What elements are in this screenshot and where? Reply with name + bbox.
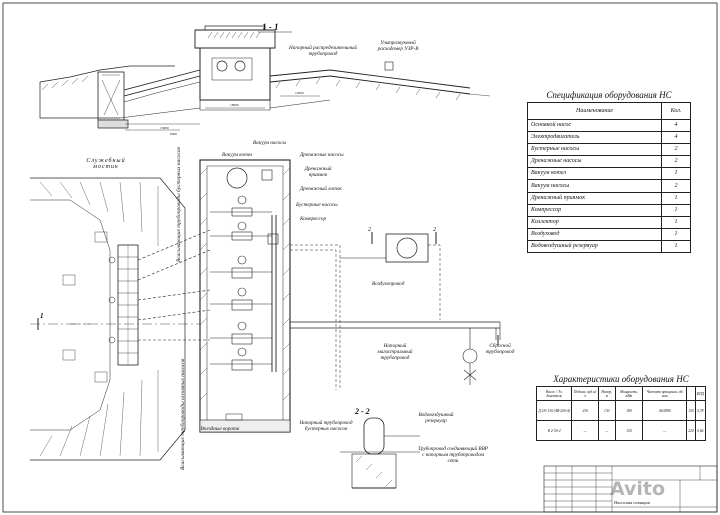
label-main-pressure-pipe: Напорный магистральный трубопровод xyxy=(377,343,413,361)
svg-text:18000: 18000 xyxy=(230,103,239,107)
label-service-bridge: Служебный мостик xyxy=(86,158,126,170)
characteristics-title: Характеристики оборудования НС xyxy=(553,374,689,384)
section-1-1-title: 1 - 1 xyxy=(262,22,279,32)
table-row: К 2-50-2 — — 150 — 220 0,66 xyxy=(535,420,707,441)
watermark: Avito xyxy=(610,478,666,500)
label-discharge-pipe: Сбросной трубопровод xyxy=(485,343,515,355)
plan-view xyxy=(30,177,211,461)
label-compressor: Компрессор xyxy=(300,216,327,222)
section-marker-1: 1 xyxy=(40,312,44,320)
characteristics-table: Характеристики оборудования НС Насос / Э… xyxy=(535,374,707,441)
label-vacuum-pumps: Вакуум насосы xyxy=(253,140,287,146)
label-air-water-tank: Водовоздушный резервуар xyxy=(418,412,454,424)
spec-title: Спецификация оборудования НС xyxy=(546,90,672,100)
label-drainage-pumps: Дренажные насосы xyxy=(300,152,344,158)
external-piping xyxy=(290,232,501,390)
pump-hall xyxy=(199,159,291,433)
stamp-sheet-name: Насосная станция xyxy=(614,500,650,505)
label-suction-pipes: Всасывающие трубопроводы бустерных насос… xyxy=(176,147,182,262)
section-1-1: 15000 18000 12000 6500 xyxy=(39,25,491,136)
label-drainage-tray: Дренажный лоток xyxy=(300,186,342,192)
svg-text:12000: 12000 xyxy=(295,91,304,95)
section-2-2 xyxy=(340,417,420,489)
table-row: Д 2/0-130 (АВ-200-4) 230 130 180 46/2980… xyxy=(535,400,707,421)
label-vacuum-boiler: Вакуум котел xyxy=(222,152,253,158)
label-ultrasonic-flowmeter: Ультразвуковой расходомер УЗР-В xyxy=(377,40,419,52)
spec-header-qty: Кол. xyxy=(661,102,691,120)
svg-text:6500: 6500 xyxy=(170,132,177,136)
title-block xyxy=(543,465,718,513)
svg-text:15000: 15000 xyxy=(160,126,169,130)
section-2-2-title: 2 - 2 xyxy=(354,407,370,416)
label-booster-pumps: Бустерные насосы xyxy=(296,202,338,208)
label-connecting-pipe: Трубопровод соединяющий ВВР с напорным т… xyxy=(418,446,488,464)
label-suction-pipes-main: Всасывающие трубопроводы основных насосо… xyxy=(180,358,186,470)
section-marker-2-left: 2 xyxy=(368,227,371,233)
label-air-pipe: Воздухопровод xyxy=(372,281,405,287)
label-booster-pressure-pipe: Напорный трубопровод бустерных насосов xyxy=(299,420,353,432)
spec-header-name: Наименование xyxy=(527,102,662,120)
label-pressure-distribution-pipe: Напорный распределительный трубопровод xyxy=(289,45,357,57)
section-marker-2-right: 2 xyxy=(433,227,436,233)
label-drainage-pit: Дренажный приямок xyxy=(304,166,332,178)
spec-table: Спецификация оборудования НС Наименовани… xyxy=(527,90,691,254)
label-gates: Въездные ворота xyxy=(200,426,240,432)
